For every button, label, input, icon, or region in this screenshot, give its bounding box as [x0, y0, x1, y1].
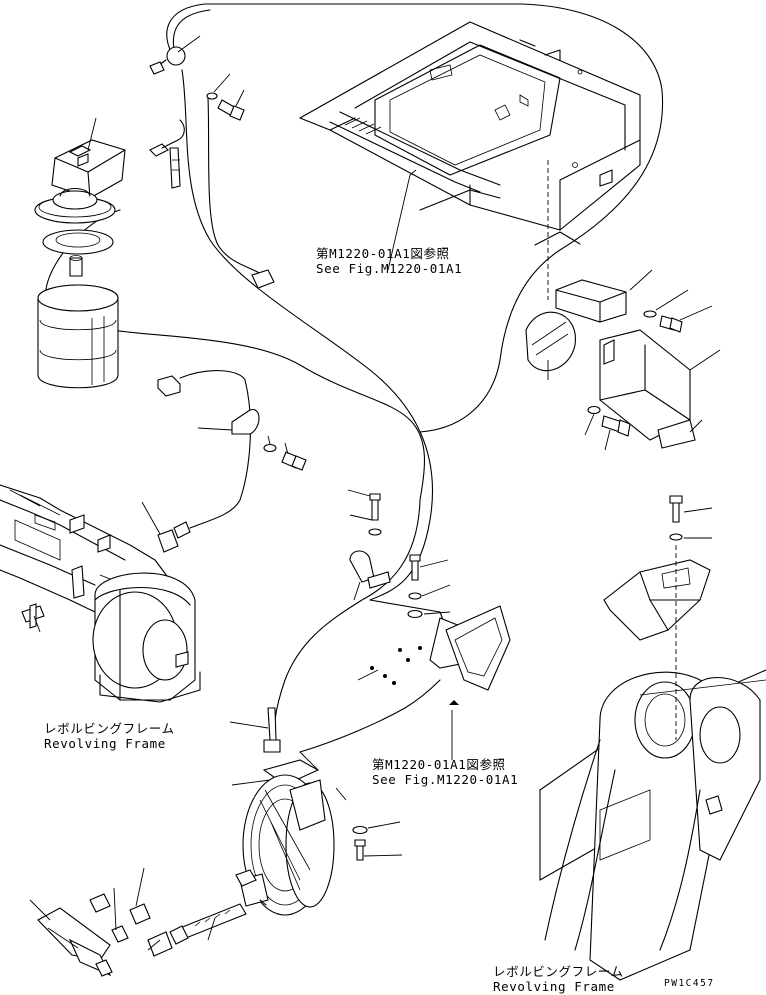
frame-label-en: Revolving Frame — [493, 979, 615, 994]
wire-harness — [45, 3, 664, 753]
reference-jp: 第M1220-01A1図参照 — [316, 246, 450, 261]
drawing-code: PW1C457 — [664, 978, 715, 989]
frame-label-left: レボルビングフレーム Revolving Frame — [44, 721, 175, 751]
mid-clamp — [157, 409, 307, 553]
frame-label-jp: レボルビングフレーム — [44, 721, 175, 736]
sensor-assembly — [34, 139, 126, 389]
right-lower-frame — [539, 495, 766, 981]
frame-label-jp: レボルビングフレーム — [493, 964, 624, 979]
right-upper-bracket — [525, 279, 696, 449]
bottom-left-fittings — [37, 893, 173, 977]
reference-en: See Fig.M1220-01A1 — [372, 772, 519, 787]
reference-note-upper: 第M1220-01A1図参照 See Fig.M1220-01A1 — [316, 246, 462, 276]
reference-note-lower: 第M1220-01A1図参照 See Fig.M1220-01A1 — [372, 757, 518, 787]
reference-lines — [299, 160, 677, 771]
left-revolving-frame — [0, 484, 201, 703]
sensor-lead — [149, 119, 275, 397]
reference-jp: 第M1220-01A1図参照 — [372, 757, 506, 772]
cable-reel — [169, 707, 368, 945]
reference-en: See Fig.M1220-01A1 — [316, 261, 463, 276]
upper-frame — [299, 21, 641, 246]
frame-label-en: Revolving Frame — [44, 736, 166, 751]
leader-lines — [29, 35, 721, 951]
center-bracket-group — [349, 493, 511, 705]
frame-label-right: レボルビングフレーム Revolving Frame — [493, 964, 624, 994]
top-clamp — [149, 46, 245, 121]
